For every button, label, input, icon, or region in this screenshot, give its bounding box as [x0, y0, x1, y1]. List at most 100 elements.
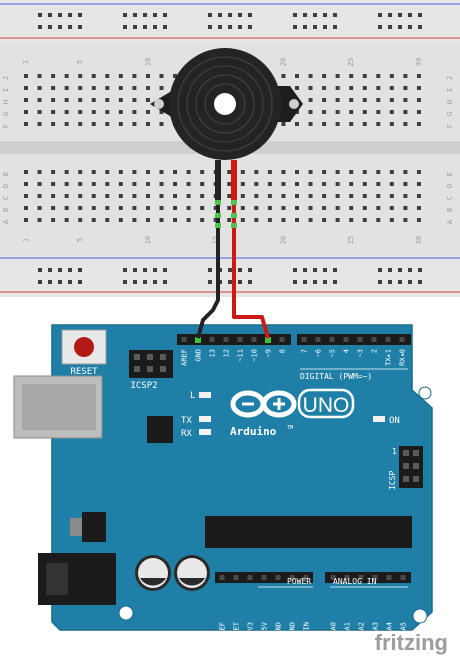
reset-button-cap[interactable]: [74, 337, 94, 357]
rail-hole[interactable]: [123, 280, 127, 284]
breadboard-hole[interactable]: [281, 218, 286, 222]
breadboard-hole[interactable]: [376, 218, 381, 222]
rail-hole[interactable]: [333, 13, 337, 17]
breadboard-hole[interactable]: [186, 218, 191, 222]
breadboard-hole[interactable]: [295, 122, 299, 126]
breadboard-hole[interactable]: [51, 194, 56, 198]
breadboard-hole[interactable]: [389, 194, 394, 198]
rail-hole[interactable]: [78, 268, 82, 272]
rail-hole[interactable]: [123, 13, 127, 17]
breadboard-hole[interactable]: [416, 110, 421, 114]
breadboard-hole[interactable]: [118, 194, 123, 198]
rail-hole[interactable]: [248, 25, 252, 29]
rail-hole[interactable]: [313, 13, 317, 17]
rail-hole[interactable]: [48, 13, 52, 17]
breadboard-hole[interactable]: [254, 194, 259, 198]
breadboard-hole[interactable]: [24, 170, 28, 174]
header-pin[interactable]: [251, 337, 257, 342]
rail-hole[interactable]: [38, 13, 42, 17]
breadboard-hole[interactable]: [91, 74, 96, 78]
breadboard-hole[interactable]: [349, 182, 354, 186]
header-pin[interactable]: [209, 337, 215, 342]
breadboard-hole[interactable]: [403, 206, 408, 210]
header-pin[interactable]: [303, 575, 309, 580]
breadboard-hole[interactable]: [281, 194, 286, 198]
rail-hole[interactable]: [163, 280, 167, 284]
breadboard-hole[interactable]: [51, 74, 56, 78]
breadboard-hole[interactable]: [145, 98, 150, 102]
rail-hole[interactable]: [78, 13, 82, 17]
breadboard-hole[interactable]: [240, 170, 245, 174]
breadboard-hole[interactable]: [78, 182, 83, 186]
breadboard-hole[interactable]: [335, 206, 340, 210]
header-pin[interactable]: [344, 575, 350, 580]
breadboard-hole[interactable]: [186, 194, 191, 198]
breadboard-hole[interactable]: [145, 86, 150, 90]
breadboard-hole[interactable]: [376, 206, 381, 210]
breadboard-hole[interactable]: [200, 170, 205, 174]
rail-hole[interactable]: [408, 268, 412, 272]
breadboard-hole[interactable]: [91, 122, 96, 126]
header-pin[interactable]: [357, 337, 363, 342]
rail-hole[interactable]: [303, 25, 307, 29]
breadboard-hole[interactable]: [105, 122, 110, 126]
rail-hole[interactable]: [153, 268, 157, 272]
header-pin[interactable]: [372, 575, 378, 580]
breadboard-hole[interactable]: [376, 170, 381, 174]
header-pin[interactable]: [289, 575, 295, 580]
breadboard-hole[interactable]: [186, 206, 191, 210]
header-pin[interactable]: [399, 337, 405, 342]
rail-hole[interactable]: [293, 280, 297, 284]
rail-hole[interactable]: [408, 25, 412, 29]
rail-hole[interactable]: [388, 268, 392, 272]
breadboard-hole[interactable]: [349, 170, 354, 174]
breadboard-hole[interactable]: [335, 194, 340, 198]
breadboard-hole[interactable]: [295, 182, 299, 186]
icsp-pin[interactable]: [403, 450, 409, 456]
breadboard-hole[interactable]: [78, 206, 83, 210]
icsp-pin[interactable]: [413, 476, 419, 482]
breadboard-hole[interactable]: [78, 170, 83, 174]
breadboard-hole[interactable]: [308, 182, 313, 186]
breadboard-hole[interactable]: [145, 206, 150, 210]
breadboard-hole[interactable]: [281, 182, 286, 186]
breadboard-hole[interactable]: [51, 110, 56, 114]
breadboard-hole[interactable]: [132, 218, 137, 222]
breadboard-hole[interactable]: [91, 98, 96, 102]
breadboard-hole[interactable]: [389, 110, 394, 114]
icsp2-pin[interactable]: [134, 366, 140, 372]
breadboard-hole[interactable]: [322, 218, 327, 222]
header-pin[interactable]: [261, 575, 267, 580]
breadboard-hole[interactable]: [78, 98, 83, 102]
rail-hole[interactable]: [38, 280, 42, 284]
breadboard-hole[interactable]: [254, 182, 259, 186]
breadboard-hole[interactable]: [132, 194, 137, 198]
breadboard-hole[interactable]: [349, 74, 354, 78]
breadboard-hole[interactable]: [403, 98, 408, 102]
rail-hole[interactable]: [228, 268, 232, 272]
breadboard-hole[interactable]: [389, 182, 394, 186]
breadboard-hole[interactable]: [227, 206, 232, 210]
breadboard-hole[interactable]: [267, 194, 272, 198]
rail-hole[interactable]: [78, 280, 82, 284]
breadboard-hole[interactable]: [159, 194, 164, 198]
breadboard-hole[interactable]: [295, 206, 299, 210]
breadboard-hole[interactable]: [78, 86, 83, 90]
breadboard-hole[interactable]: [416, 218, 421, 222]
breadboard-hole[interactable]: [51, 170, 56, 174]
breadboard-hole[interactable]: [322, 194, 327, 198]
breadboard-hole[interactable]: [105, 74, 110, 78]
breadboard-hole[interactable]: [118, 122, 123, 126]
breadboard-hole[interactable]: [64, 86, 69, 90]
icsp-pin[interactable]: [403, 463, 409, 469]
breadboard-hole[interactable]: [118, 206, 123, 210]
breadboard-hole[interactable]: [37, 86, 42, 90]
breadboard-hole[interactable]: [24, 122, 28, 126]
rail-hole[interactable]: [323, 268, 327, 272]
header-pin[interactable]: [233, 575, 239, 580]
header-pin[interactable]: [386, 575, 392, 580]
breadboard-hole[interactable]: [376, 110, 381, 114]
header-pin[interactable]: [279, 337, 285, 342]
breadboard-hole[interactable]: [240, 206, 245, 210]
rail-hole[interactable]: [228, 13, 232, 17]
